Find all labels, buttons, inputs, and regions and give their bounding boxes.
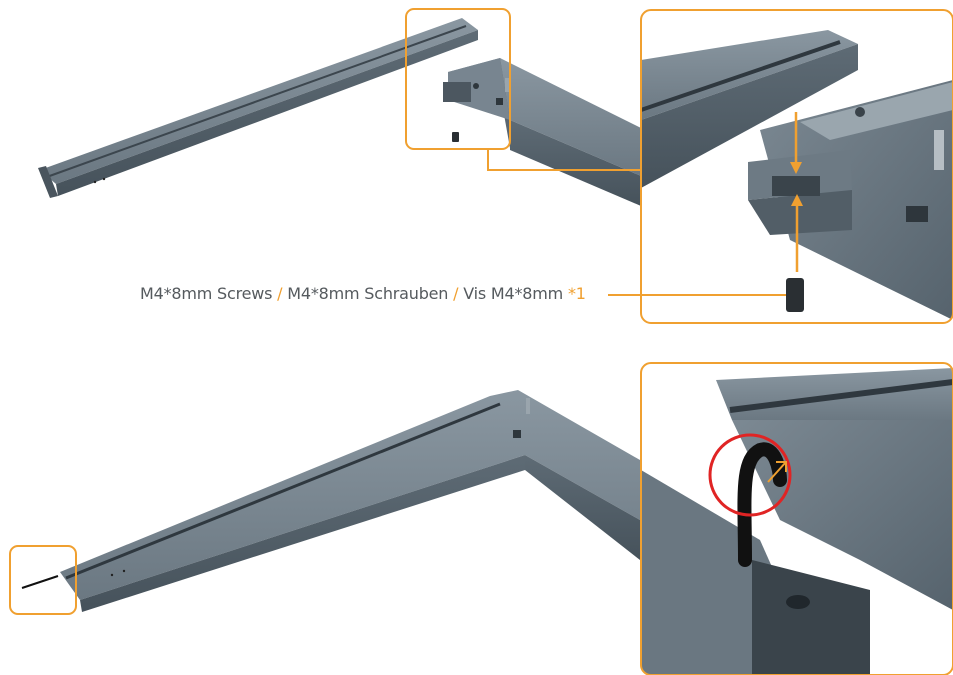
callout-separator-1: /	[277, 284, 283, 303]
arrow-up-down-icon	[790, 112, 803, 272]
step2-detail-box	[9, 545, 77, 615]
step2-zoom-panel	[641, 363, 953, 675]
step1-detail-box	[405, 8, 511, 150]
highlight-circle	[708, 433, 792, 517]
callout-separator-2: /	[453, 284, 459, 303]
step1-zoom-panel	[641, 10, 953, 323]
step1-leader-line	[487, 149, 641, 171]
step2-zoom-border	[640, 362, 953, 675]
callout-quantity: *1	[567, 284, 586, 303]
screw-callout-label: M4*8mm Screws / M4*8mm Schrauben / Vis M…	[140, 284, 586, 303]
step1-zoom-border	[640, 9, 953, 324]
screw-icon	[452, 132, 459, 142]
screw-icon	[786, 278, 804, 312]
cable-icon	[21, 575, 59, 589]
callout-screw-de: M4*8mm Schrauben	[287, 284, 449, 303]
step1-rail	[38, 18, 478, 198]
callout-screw-fr: Vis M4*8mm	[463, 284, 564, 303]
step2-rail-frame	[60, 390, 640, 612]
arrow-up-right-icon	[767, 461, 787, 483]
callout-screw-en: M4*8mm Screws	[140, 284, 273, 303]
cable-icon	[737, 442, 787, 567]
step1-frame-corner	[443, 58, 641, 206]
